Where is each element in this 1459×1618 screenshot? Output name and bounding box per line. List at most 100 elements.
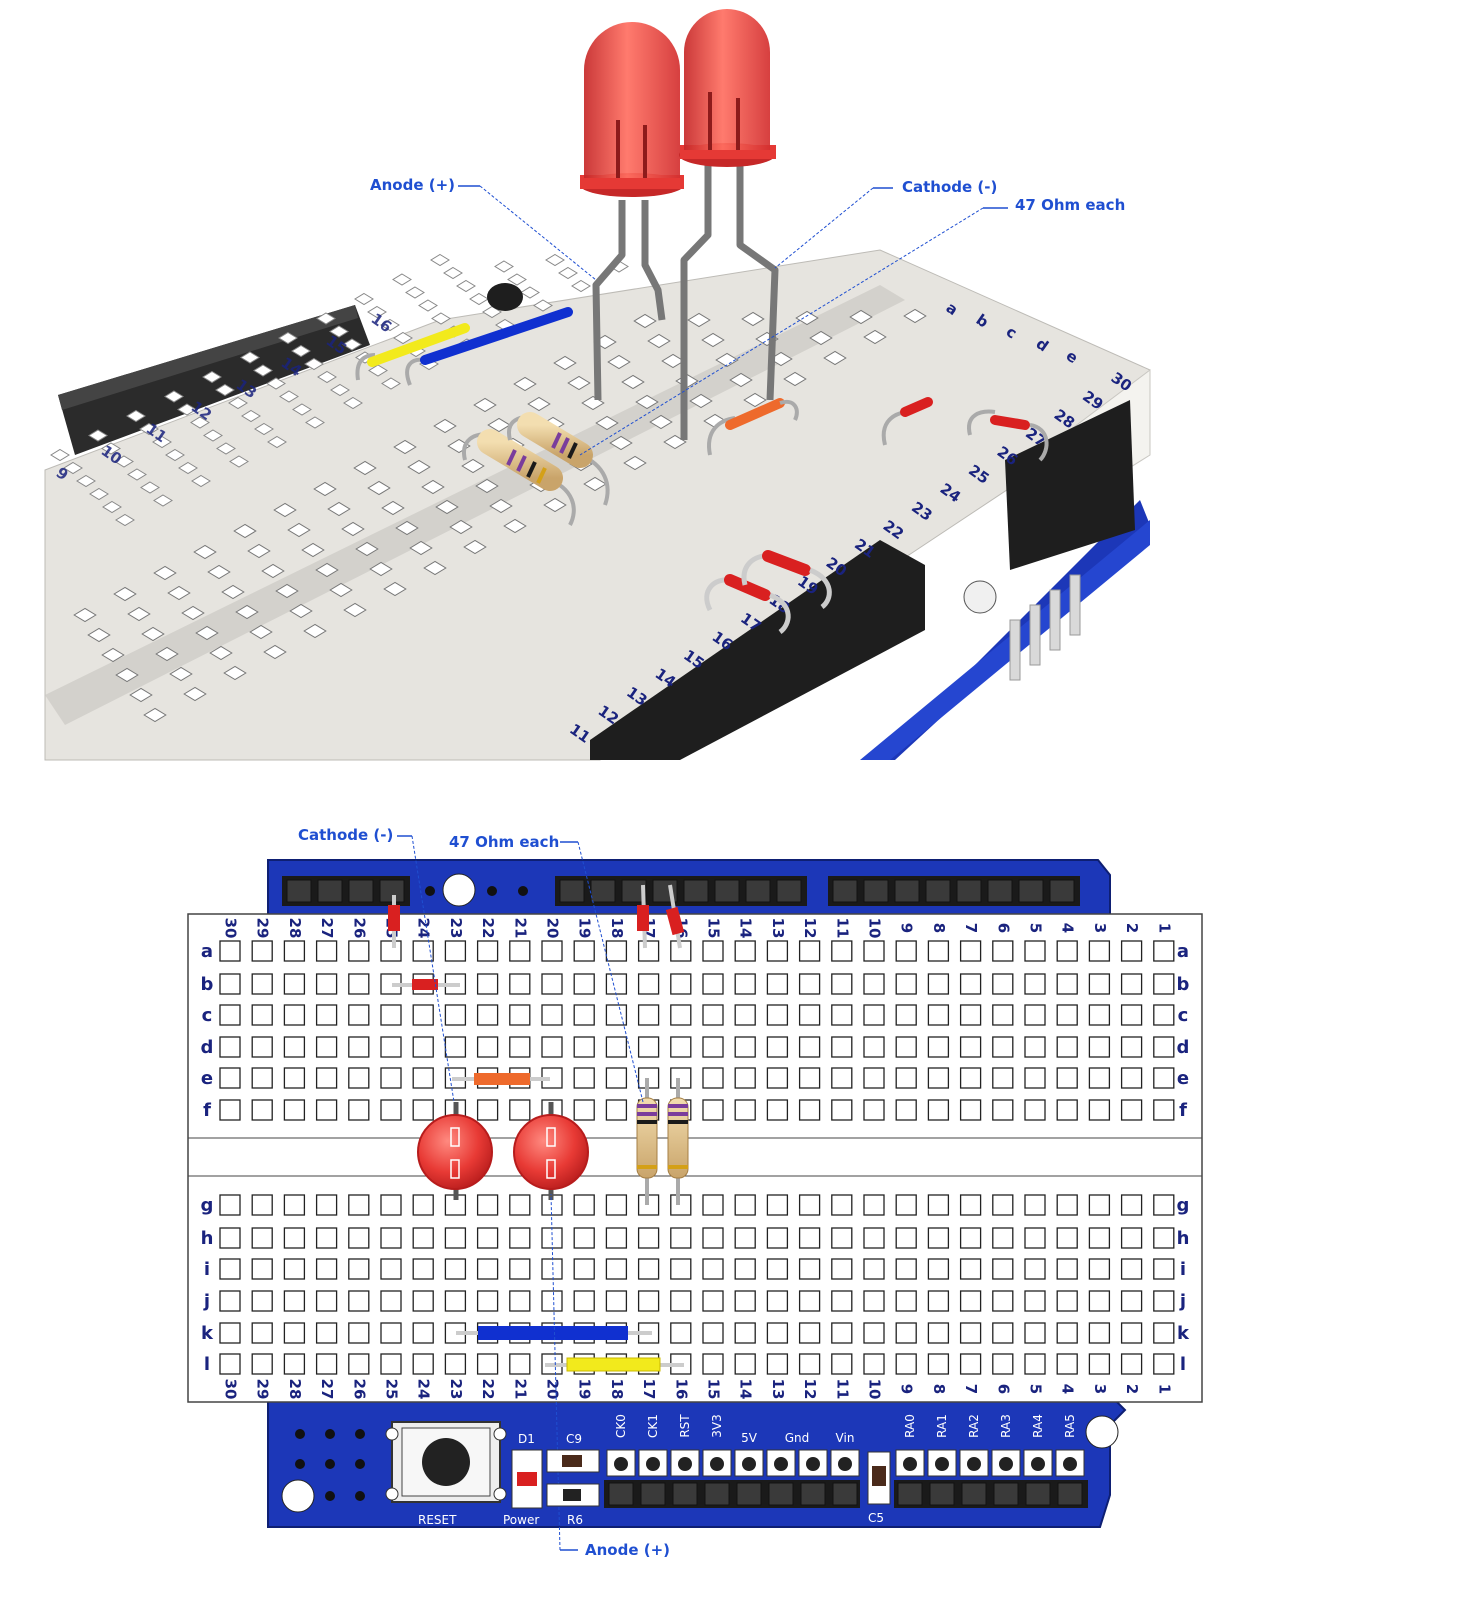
breadboard-hole[interactable]	[734, 1067, 756, 1089]
breadboard-hole[interactable]	[219, 1322, 241, 1344]
breadboard-hole[interactable]	[863, 1099, 885, 1121]
breadboard-hole[interactable]	[380, 1099, 402, 1121]
breadboard-hole[interactable]	[863, 1322, 885, 1344]
breadboard-hole[interactable]	[895, 1353, 917, 1375]
breadboard-hole[interactable]	[895, 1067, 917, 1089]
breadboard-hole[interactable]	[992, 1322, 1014, 1344]
breadboard-hole[interactable]	[476, 1227, 499, 1249]
breadboard-hole[interactable]	[444, 1004, 467, 1026]
breadboard-hole[interactable]	[621, 374, 645, 390]
reset-button[interactable]	[385, 1421, 507, 1503]
breadboard-hole[interactable]	[367, 305, 387, 319]
breadboard-hole[interactable]	[895, 1322, 917, 1344]
breadboard-hole[interactable]	[729, 372, 753, 388]
breadboard-hole[interactable]	[715, 352, 739, 368]
breadboard-hole[interactable]	[992, 973, 1014, 995]
breadboard-hole[interactable]	[895, 1227, 917, 1249]
breadboard-hole[interactable]	[702, 1322, 724, 1344]
breadboard-hole[interactable]	[895, 1099, 917, 1121]
breadboard-hole[interactable]	[444, 1036, 467, 1058]
breadboard-hole[interactable]	[129, 687, 153, 703]
breadboard-hole[interactable]	[1056, 1067, 1078, 1089]
breadboard-hole[interactable]	[533, 299, 553, 312]
breadboard-hole[interactable]	[203, 429, 223, 442]
breadboard-hole[interactable]	[623, 455, 647, 471]
breadboard-hole[interactable]	[221, 584, 245, 600]
breadboard-hole[interactable]	[927, 973, 950, 995]
breadboard-hole[interactable]	[927, 1194, 950, 1216]
breadboard-hole[interactable]	[959, 1036, 982, 1058]
breadboard-hole[interactable]	[456, 279, 476, 293]
breadboard-hole[interactable]	[863, 1290, 885, 1312]
breadboard-hole[interactable]	[283, 1353, 306, 1375]
breadboard-hole[interactable]	[289, 603, 313, 619]
breadboard-hole[interactable]	[412, 1353, 434, 1375]
breadboard-hole[interactable]	[992, 1227, 1014, 1249]
breadboard-hole[interactable]	[153, 565, 177, 581]
breadboard-hole[interactable]	[418, 299, 438, 312]
breadboard-hole[interactable]	[348, 1067, 370, 1089]
breadboard-hole[interactable]	[734, 1036, 756, 1058]
breadboard-hole[interactable]	[380, 1036, 402, 1058]
header-socket[interactable]	[956, 879, 982, 903]
breadboard-hole[interactable]	[766, 1290, 789, 1312]
header-socket[interactable]	[897, 1482, 923, 1506]
breadboard-hole[interactable]	[329, 325, 349, 338]
breadboard-hole[interactable]	[831, 973, 853, 995]
breadboard-hole[interactable]	[605, 1290, 628, 1312]
breadboard-hole[interactable]	[275, 583, 299, 599]
breadboard-hole[interactable]	[734, 1099, 756, 1121]
breadboard-hole[interactable]	[1120, 940, 1143, 962]
breadboard-hole[interactable]	[444, 1290, 467, 1312]
breadboard-hole[interactable]	[1088, 1353, 1111, 1375]
breadboard-hole[interactable]	[164, 390, 184, 403]
breadboard-hole[interactable]	[992, 1258, 1014, 1280]
breadboard-hole[interactable]	[1153, 973, 1175, 995]
breadboard-hole[interactable]	[251, 973, 273, 995]
breadboard-hole[interactable]	[509, 1004, 531, 1026]
breadboard-hole[interactable]	[1153, 1036, 1175, 1058]
breadboard-hole[interactable]	[1024, 1036, 1046, 1058]
breadboard-hole[interactable]	[343, 396, 363, 410]
breadboard-hole[interactable]	[209, 645, 233, 661]
breadboard-hole[interactable]	[798, 1227, 821, 1249]
breadboard-hole[interactable]	[1024, 1227, 1046, 1249]
breadboard-hole[interactable]	[863, 940, 885, 962]
breadboard-hole[interactable]	[605, 1227, 628, 1249]
breadboard-hole[interactable]	[476, 973, 499, 995]
breadboard-hole[interactable]	[291, 344, 311, 358]
breadboard-hole[interactable]	[503, 518, 527, 534]
breadboard-hole[interactable]	[734, 1194, 756, 1216]
header-socket[interactable]	[929, 1482, 955, 1506]
breadboard-hole[interactable]	[702, 1258, 724, 1280]
breadboard-hole[interactable]	[1056, 1194, 1078, 1216]
breadboard-hole[interactable]	[766, 940, 789, 962]
breadboard-hole[interactable]	[303, 623, 327, 639]
breadboard-hole[interactable]	[507, 273, 527, 286]
breadboard-hole[interactable]	[219, 973, 241, 995]
breadboard-hole[interactable]	[443, 266, 463, 280]
breadboard-hole[interactable]	[267, 435, 287, 449]
breadboard-hole[interactable]	[583, 476, 607, 492]
breadboard-hole[interactable]	[1024, 1322, 1046, 1344]
breadboard-hole[interactable]	[354, 292, 374, 306]
breadboard-hole[interactable]	[702, 1194, 724, 1216]
breadboard-hole[interactable]	[348, 1353, 370, 1375]
breadboard-hole[interactable]	[380, 1290, 402, 1312]
breadboard-hole[interactable]	[831, 1194, 853, 1216]
breadboard-hole[interactable]	[795, 310, 819, 326]
breadboard-hole[interactable]	[553, 355, 577, 371]
breadboard-hole[interactable]	[734, 1322, 756, 1344]
breadboard-hole[interactable]	[215, 383, 235, 397]
breadboard-hole[interactable]	[649, 414, 673, 430]
breadboard-hole[interactable]	[367, 480, 391, 496]
breadboard-hole[interactable]	[1088, 1227, 1111, 1249]
breadboard-hole[interactable]	[1120, 1067, 1143, 1089]
breadboard-hole[interactable]	[1056, 1227, 1078, 1249]
breadboard-hole[interactable]	[766, 1004, 789, 1026]
breadboard-hole[interactable]	[1024, 1290, 1046, 1312]
breadboard-hole[interactable]	[605, 940, 628, 962]
breadboard-hole[interactable]	[863, 1227, 885, 1249]
breadboard-hole[interactable]	[702, 940, 724, 962]
breadboard-hole[interactable]	[383, 581, 407, 597]
